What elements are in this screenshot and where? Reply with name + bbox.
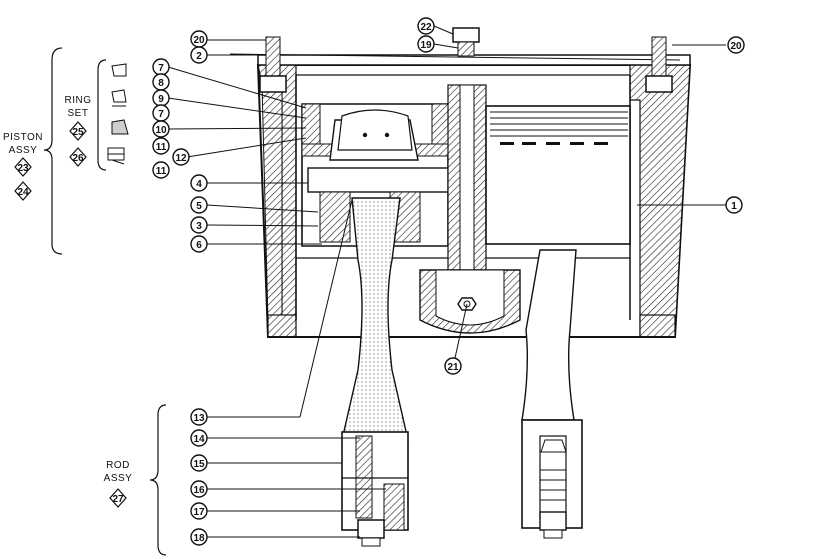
- callout-20-right: 20: [727, 36, 745, 54]
- svg-text:24: 24: [17, 187, 29, 198]
- svg-text:6: 6: [196, 240, 202, 251]
- svg-text:7: 7: [158, 63, 164, 74]
- callout-7-mid: 7: [152, 104, 170, 122]
- svg-text:25: 25: [72, 127, 84, 138]
- piston-assy-label-2: ASSY: [9, 145, 38, 156]
- svg-text:26: 26: [72, 153, 84, 164]
- ring-set-diamond-2: 26: [69, 147, 87, 167]
- rod-assy-diamond-1: 27: [109, 488, 127, 508]
- group-ring-set: RING SET 25 26: [65, 59, 129, 171]
- svg-text:27: 27: [112, 494, 124, 505]
- crank-journal: [419, 269, 521, 334]
- callout-18: 18: [190, 528, 208, 546]
- leader-lines: [167, 39, 726, 538]
- svg-text:15: 15: [193, 459, 205, 470]
- svg-text:5: 5: [196, 201, 202, 212]
- callout-19: 19: [417, 35, 459, 53]
- callout-7-top: 7: [152, 58, 170, 76]
- callout-11-a: 11: [152, 137, 170, 155]
- svg-text:7: 7: [158, 109, 164, 120]
- ring-set-label-2: SET: [68, 108, 89, 119]
- svg-text:12: 12: [175, 153, 187, 164]
- callout-20-left: 20: [190, 30, 208, 48]
- callout-4: 4: [190, 174, 208, 192]
- svg-text:22: 22: [420, 22, 432, 33]
- svg-text:2: 2: [196, 51, 202, 62]
- callout-15: 15: [190, 454, 208, 472]
- callout-6: 6: [190, 235, 208, 253]
- callout-14: 14: [190, 429, 208, 447]
- svg-text:17: 17: [193, 507, 205, 518]
- svg-text:20: 20: [730, 41, 742, 52]
- svg-text:10: 10: [155, 125, 167, 136]
- svg-text:20: 20: [193, 35, 205, 46]
- ring-profile-icons: [107, 63, 129, 165]
- head-plate: [229, 27, 691, 93]
- rod-assy-label-1: ROD: [106, 460, 130, 471]
- ring-set-label-1: RING: [65, 95, 92, 106]
- callout-22: 22: [417, 17, 454, 35]
- svg-text:11: 11: [156, 142, 167, 153]
- svg-text:21: 21: [447, 362, 459, 373]
- callout-13: 13: [190, 408, 208, 426]
- connecting-rod-right: [521, 249, 583, 539]
- piston-assy-label-1: PISTON: [3, 132, 43, 143]
- callout-10: 10: [152, 120, 170, 138]
- callout-9: 9: [152, 89, 170, 107]
- callout-8: 8: [152, 73, 170, 91]
- svg-text:19: 19: [420, 40, 432, 51]
- center-divider: [447, 84, 487, 271]
- svg-text:14: 14: [193, 434, 205, 445]
- svg-text:13: 13: [193, 413, 205, 424]
- piston-assy-diamond-1: 23: [14, 157, 32, 177]
- callout-17: 17: [190, 502, 208, 520]
- callout-3: 3: [190, 216, 208, 234]
- callout-5: 5: [190, 196, 208, 214]
- rod-assy-label-2: ASSY: [104, 473, 133, 484]
- callout-11-b: 11: [152, 161, 170, 179]
- svg-text:11: 11: [156, 166, 167, 177]
- svg-text:4: 4: [196, 179, 202, 190]
- group-rod-assy: ROD ASSY 27: [104, 404, 167, 556]
- callout-1: 1: [725, 196, 743, 214]
- callout-2: 2: [190, 46, 208, 64]
- svg-text:9: 9: [158, 94, 164, 105]
- group-piston-assy: PISTON ASSY 23 24: [3, 47, 63, 255]
- svg-text:18: 18: [193, 533, 205, 544]
- svg-text:3: 3: [196, 221, 202, 232]
- piston-right-exterior: [485, 105, 631, 245]
- svg-text:1: 1: [731, 201, 737, 212]
- ring-set-diamond-1: 25: [69, 121, 87, 141]
- svg-text:23: 23: [17, 163, 29, 174]
- callout-21: 21: [444, 357, 462, 375]
- piston-left-section: [301, 103, 449, 247]
- piston-assy-diamond-2: 24: [14, 181, 32, 201]
- callout-12: 12: [172, 148, 190, 166]
- svg-text:16: 16: [193, 485, 205, 496]
- callout-16: 16: [190, 480, 208, 498]
- connecting-rod-left: [341, 197, 409, 547]
- svg-text:8: 8: [158, 78, 164, 89]
